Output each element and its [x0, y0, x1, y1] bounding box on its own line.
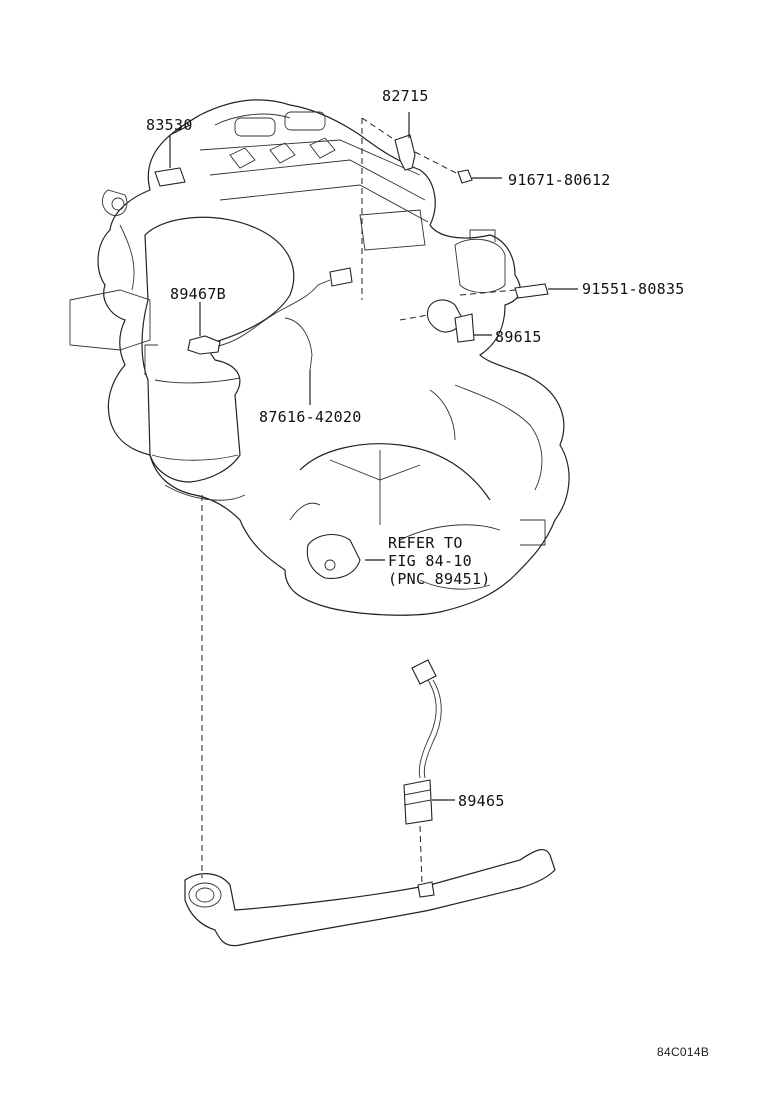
part-83530-sensor — [154, 124, 191, 187]
part-82715-bracket — [361, 112, 461, 300]
knock-sensor-89615 — [399, 283, 578, 343]
engine-assembly — [69, 99, 570, 616]
label-89467b: 89467B — [170, 285, 226, 303]
label-83530: 83530 — [146, 116, 193, 134]
label-87616-42020: 87616-42020 — [259, 408, 362, 426]
oxygen-sensor-89467b — [187, 267, 353, 371]
label-82715: 82715 — [382, 87, 429, 105]
refer-line-2: FIG 84-10 — [388, 552, 472, 570]
refer-line-3: (PNC 89451) — [388, 570, 491, 588]
label-91671-80612: 91671-80612 — [508, 171, 611, 189]
bolt-91671 — [457, 169, 502, 184]
exhaust-pipe — [184, 848, 556, 947]
figure-code: 84C014B — [657, 1045, 710, 1059]
label-89615: 89615 — [495, 328, 542, 346]
oxygen-sensor-89465 — [403, 659, 455, 886]
refer-line-1: REFER TO — [388, 534, 463, 552]
label-91551-80835: 91551-80835 — [582, 280, 685, 298]
label-89465: 89465 — [458, 792, 505, 810]
